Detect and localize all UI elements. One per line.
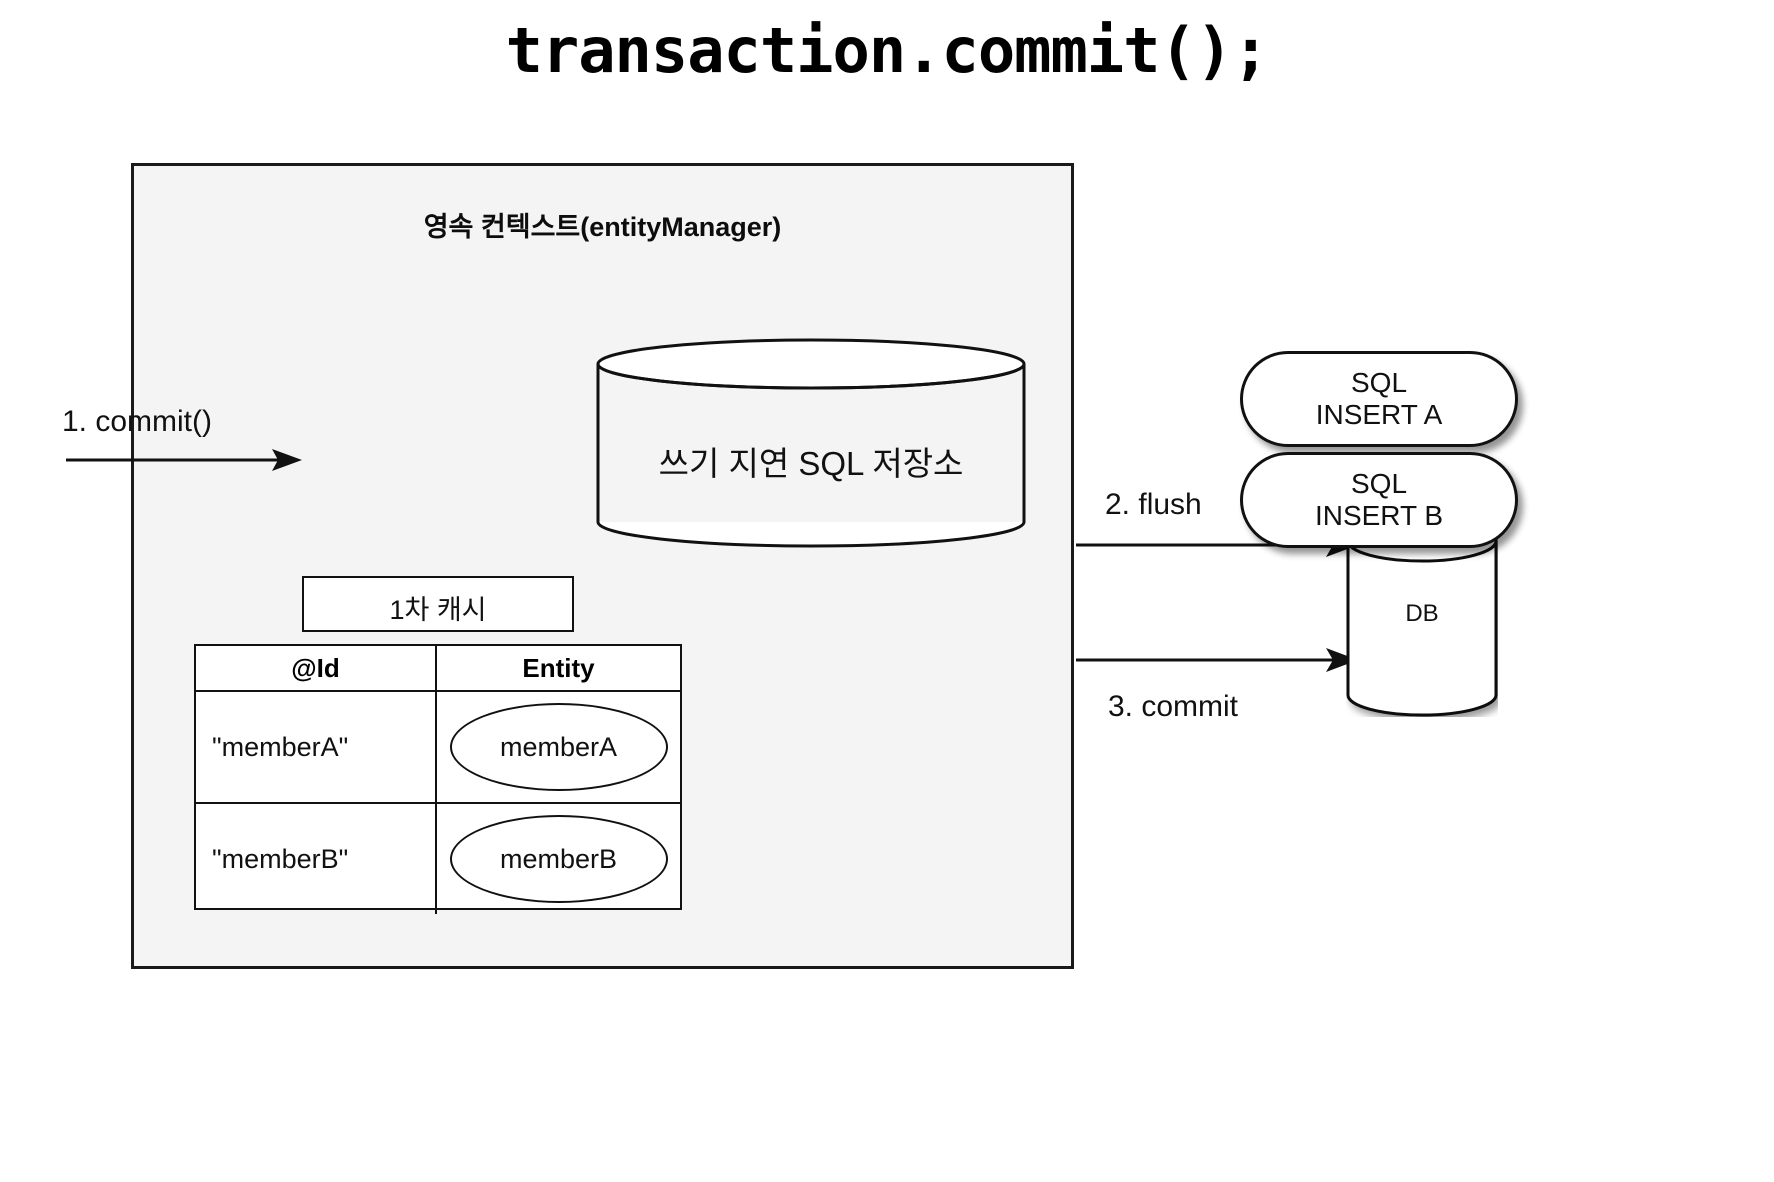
cell-id: "memberB" — [196, 804, 437, 914]
database-label: DB — [1405, 600, 1439, 627]
commit-arrow-label: 1. commit() — [62, 405, 212, 438]
column-header-id: @Id — [196, 646, 437, 690]
sql-card-line1: SQL — [1350, 467, 1408, 499]
sql-store-cylinder-icon — [596, 338, 1026, 548]
table-row: "memberB" memberB — [196, 804, 680, 914]
table-row: "memberA" memberA — [196, 692, 680, 804]
table-header-row: @Id Entity — [196, 646, 680, 692]
page-title: transaction.commit(); — [505, 14, 1270, 87]
flush-arrow-label: 2. flush — [1105, 488, 1202, 521]
sql-card-line2: INSERT B — [1314, 500, 1444, 531]
column-header-entity: Entity — [522, 652, 595, 683]
sql-card-line1: SQL — [1350, 366, 1408, 398]
first-level-cache-tab — [302, 576, 574, 632]
cell-id: "memberA" — [196, 692, 437, 802]
entity-ellipse: memberB — [449, 815, 668, 903]
sql-card-line2: INSERT A — [1315, 399, 1443, 430]
cell-entity: memberB — [437, 804, 680, 914]
persistence-context-label: 영속 컨텍스트(entityManager) — [423, 212, 782, 242]
first-level-cache-tab-label: 1차 캐시 — [389, 595, 487, 625]
sql-insert-a-card: SQL INSERT A — [1240, 351, 1518, 447]
sql-store-label: 쓰기 지연 SQL 저장소 — [658, 445, 964, 482]
sql-insert-b-card: SQL INSERT B — [1240, 452, 1518, 548]
db-commit-arrow-label: 3. commit — [1108, 690, 1239, 723]
commit-arrow — [66, 449, 302, 471]
entity-ellipse: memberA — [449, 703, 668, 791]
first-level-cache-table: @Id Entity "memberA" memberA "memberB" m… — [194, 644, 682, 914]
cell-entity: memberA — [437, 692, 680, 802]
db-commit-arrow — [1076, 648, 1358, 672]
